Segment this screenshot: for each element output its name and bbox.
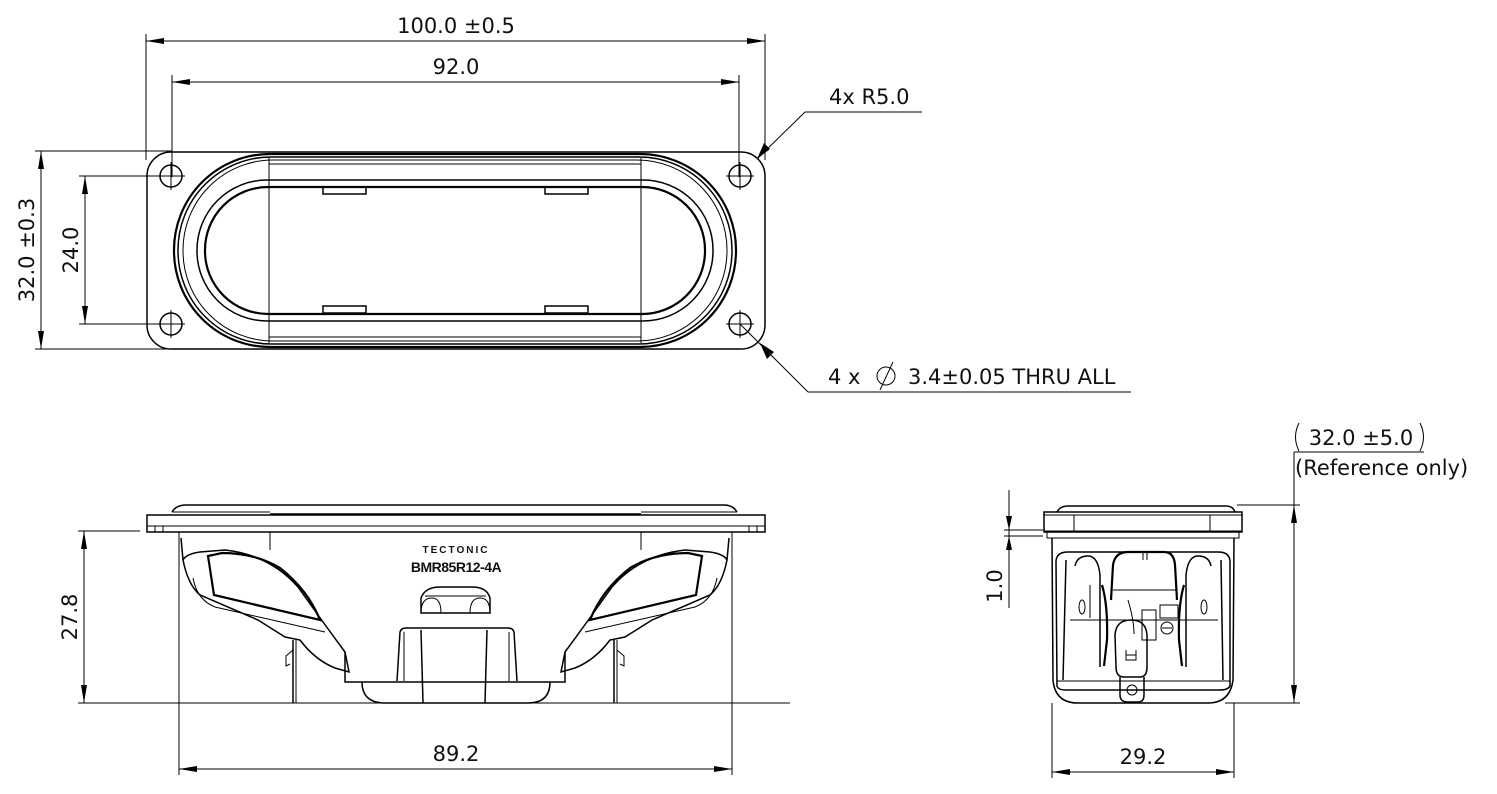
- mounting-hole-bl: [157, 310, 185, 338]
- frame-outline: [146, 151, 766, 350]
- diameter-icon: [876, 361, 896, 391]
- front-view: TECTONIC BMR85R12-4A 27.8 89.2: [58, 504, 790, 775]
- dim-reference-height: 32.0 ±5.0 (Reference only): [1225, 422, 1468, 704]
- dim-flange-thickness: 1.0: [983, 490, 1043, 608]
- dim-side-width-text: 29.2: [1120, 745, 1167, 769]
- mounting-holes-count-text: 4 x: [828, 365, 860, 389]
- dim-side-width: 29.2: [1051, 703, 1235, 778]
- dim-hole-spacing-y: 24.0: [59, 175, 160, 325]
- dim-depth-text: 27.8: [58, 594, 82, 641]
- mounting-hole-tr: [726, 162, 754, 190]
- surround-outer: [172, 152, 738, 349]
- dim-overall-width: 100.0 ±0.5: [145, 14, 766, 160]
- model-number-text: BMR85R12-4A: [411, 559, 502, 575]
- dim-flange-thickness-text: 1.0: [983, 569, 1007, 602]
- dim-overall-height: 32.0 ±0.3: [15, 150, 172, 350]
- dim-overall-width-text: 100.0 ±0.5: [397, 14, 515, 38]
- dim-hole-spacing-x-text: 92.0: [433, 55, 480, 79]
- reference-note-text: (Reference only): [1295, 456, 1468, 480]
- mounting-hole-tl: [157, 162, 185, 190]
- cone-outline: [203, 185, 707, 316]
- dim-hole-spacing-y-text: 24.0: [59, 227, 83, 274]
- dim-body-width: 89.2: [178, 532, 733, 775]
- dim-overall-height-text: 32.0 ±0.3: [15, 198, 39, 302]
- dim-body-width-text: 89.2: [433, 742, 480, 766]
- dim-hole-spacing-x: 92.0: [171, 55, 740, 177]
- mounting-holes-spec-text: 3.4±0.05 THRU ALL: [908, 365, 1116, 389]
- dim-reference-height-text: 32.0 ±5.0: [1309, 426, 1413, 450]
- callout-corner-radius: 4x R5.0: [756, 85, 922, 160]
- brand-logo-text: TECTONIC: [423, 545, 490, 556]
- dim-depth: 27.8: [58, 530, 790, 704]
- side-view: 1.0 29.2 32.0 ±5.0 (Reference only): [983, 422, 1468, 778]
- corner-radius-text: 4x R5.0: [829, 85, 909, 109]
- top-view: 100.0 ±0.5 92.0 32.0 ±0.3 24.0: [15, 14, 1131, 393]
- callout-mounting-holes: 4 x 3.4±0.05 THRU ALL: [739, 323, 1131, 393]
